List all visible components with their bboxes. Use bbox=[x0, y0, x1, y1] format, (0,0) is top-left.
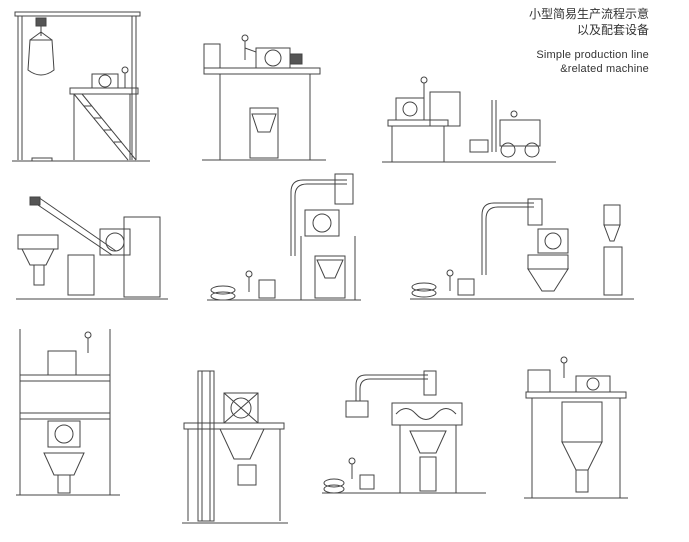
diagram-tower-hoist-bigbag-mixer bbox=[10, 10, 160, 170]
diagram-vacuum-conveyor-bigbag-line bbox=[205, 170, 365, 310]
diagram-vacuum-conveyor-hopper-packing bbox=[408, 195, 638, 310]
header-title-english: Simple production line &related machine bbox=[536, 48, 649, 76]
title-zh-line2: 以及配套设备 bbox=[576, 23, 649, 37]
diagram-multi-floor-mixer-silo bbox=[14, 325, 124, 500]
title-en-line2: &related machine bbox=[560, 63, 649, 75]
diagram-platform-mixer-cone-silo bbox=[522, 352, 632, 502]
title-en-line1: Simple production line bbox=[536, 49, 649, 61]
title-zh-line1: 小型简易生产流程示意 bbox=[528, 7, 649, 21]
diagram-vacuum-feeder-ribbon-mixer-packing bbox=[320, 365, 490, 505]
diagram-platform-mixer-forklift bbox=[380, 70, 560, 170]
diagram-bucket-elevator-mixer-tower bbox=[180, 365, 290, 530]
diagram-screw-conveyor-mixer-line bbox=[12, 195, 172, 310]
diagram-platform-mixer-bigbag-discharge bbox=[200, 30, 330, 170]
header-title-chinese: 小型简易生产流程示意 以及配套设备 bbox=[529, 6, 649, 38]
